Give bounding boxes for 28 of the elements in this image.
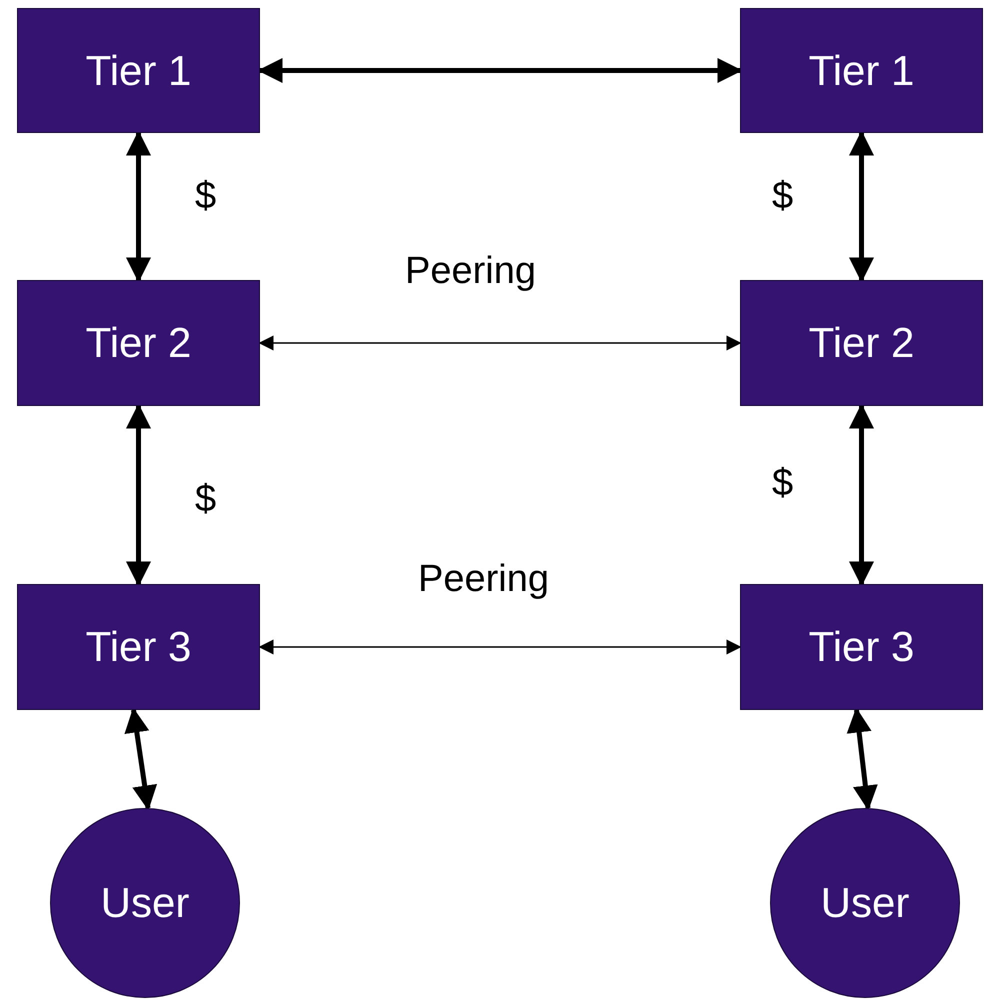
node-label: Tier 2 <box>86 319 192 367</box>
tier-box <box>740 584 983 710</box>
node-label: Tier 3 <box>808 623 914 671</box>
double-arrow <box>258 640 742 654</box>
double-arrow <box>124 708 158 810</box>
node-label: Tier 1 <box>86 46 192 94</box>
edge-label: $ <box>772 175 794 218</box>
double-arrow <box>849 130 874 282</box>
double-arrow <box>849 404 874 586</box>
tier-box <box>17 8 260 133</box>
node-label: Tier 2 <box>808 319 914 367</box>
double-arrow <box>846 708 878 810</box>
node-label: User <box>820 879 910 927</box>
edge-label: Peering <box>418 558 549 601</box>
node-label: User <box>100 879 190 927</box>
edge-label: $ <box>195 478 216 521</box>
double-arrow <box>126 130 151 282</box>
edge-label: $ <box>772 462 794 505</box>
tier-box <box>740 8 983 133</box>
tier-box <box>740 280 983 406</box>
tier-box <box>17 280 260 406</box>
node-label: Tier 3 <box>86 623 192 671</box>
double-arrow <box>126 404 151 586</box>
double-arrow <box>258 336 742 350</box>
edge-label: $ <box>195 175 216 218</box>
tier-box <box>17 584 260 710</box>
node-label: Tier 1 <box>808 46 914 94</box>
edge-label: Peering <box>405 250 536 293</box>
